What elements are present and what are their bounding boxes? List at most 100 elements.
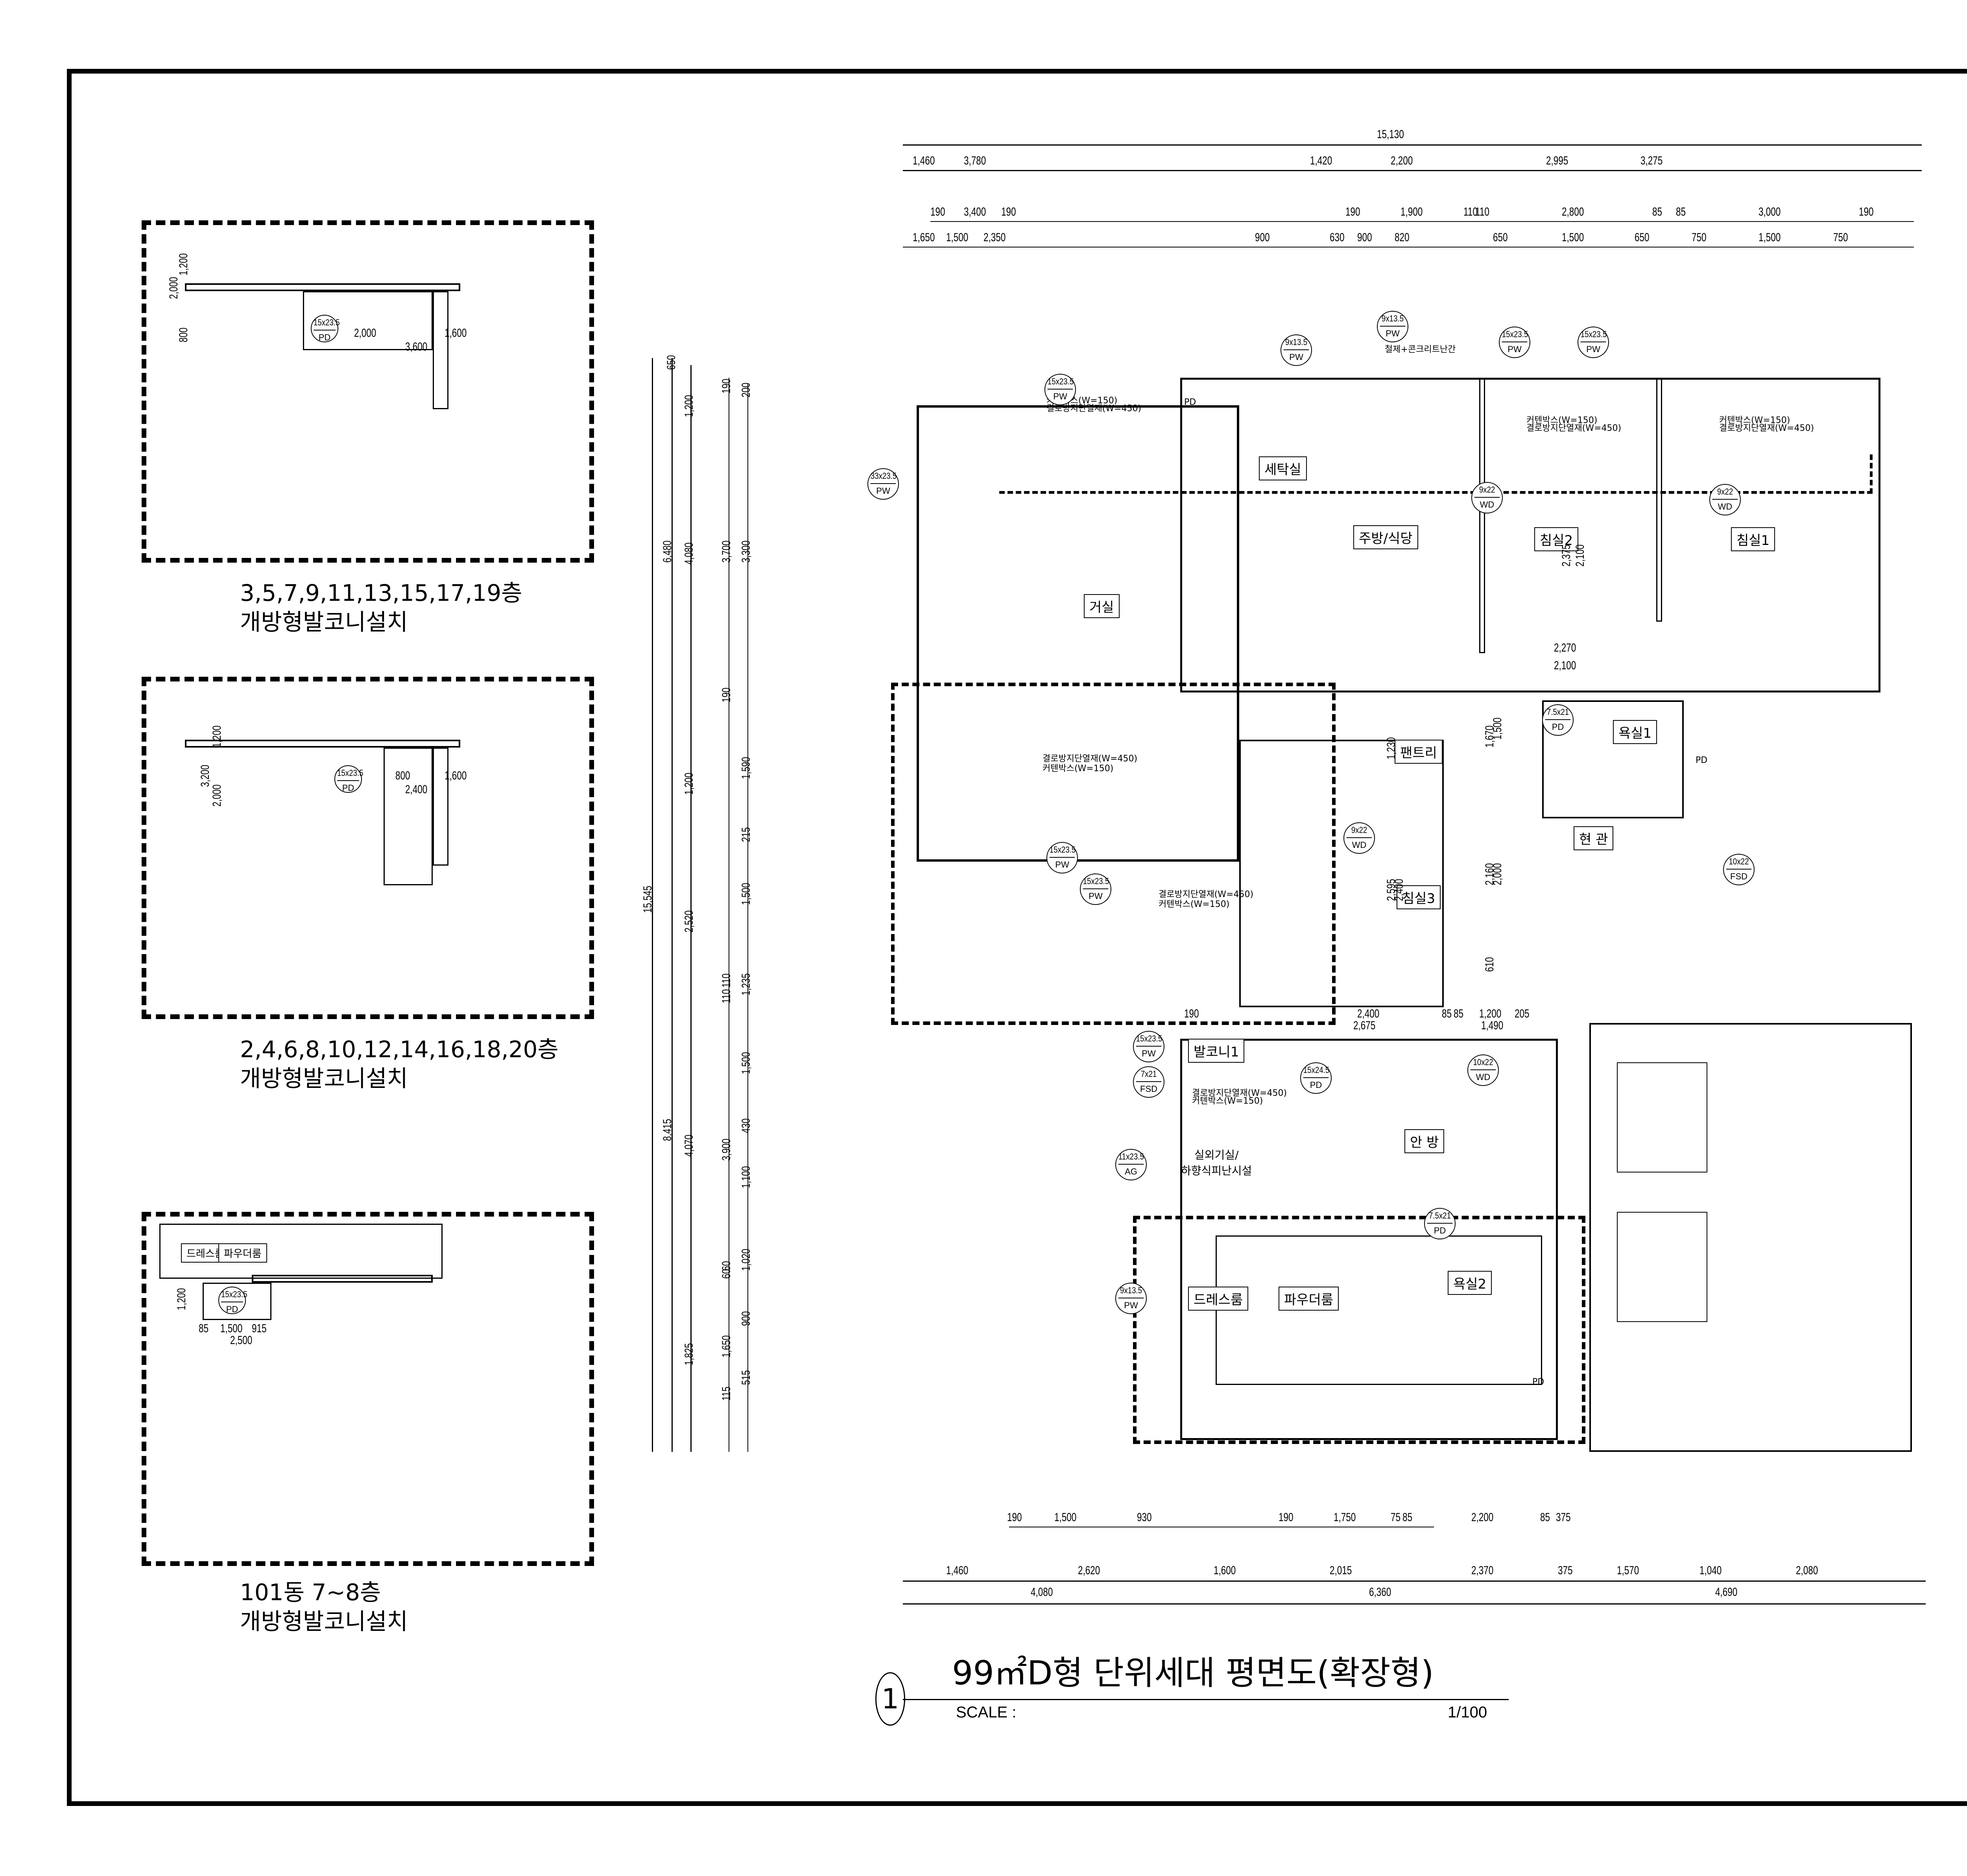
room-label-laundry: 세탁실 (1259, 456, 1307, 480)
dim-bottom: 85 (1402, 1511, 1413, 1524)
dimension: 1,200 (177, 253, 190, 275)
dim-interior: 85 (1442, 1007, 1452, 1020)
drawing-sheet-border (67, 69, 1967, 1806)
dim-bottom: 1,460 (946, 1564, 969, 1577)
dim-interior: 190 (1184, 1007, 1199, 1020)
room-label-powder: 파우더룸 (218, 1243, 267, 1263)
inset-balcony (303, 291, 433, 350)
dim-top: 3,780 (964, 154, 986, 167)
dimension: 1,600 (445, 769, 467, 782)
dim-line-left-col4 (747, 384, 748, 1452)
dim-left: 1,200 (683, 772, 696, 795)
dim-bottom: 6,360 (1369, 1586, 1391, 1599)
dim-top: 190 (1001, 205, 1016, 218)
dim-left: 60 (720, 1269, 733, 1279)
caption-desc: 개방형발코니설치 (240, 1608, 408, 1635)
dim-top: 900 (1357, 231, 1372, 244)
dim-top: 110 (1463, 205, 1478, 218)
room-label-bath2: 욕실2 (1448, 1271, 1492, 1295)
dim-bottom: 1,500 (1054, 1511, 1077, 1524)
dim-bottom: 190 (1007, 1511, 1022, 1524)
dim-left: 1,235 (740, 973, 753, 995)
dim-left: 1,500 (740, 883, 753, 905)
dim-bottom: 4,080 (1031, 1586, 1053, 1599)
dim-top: 3,275 (1640, 154, 1663, 167)
dim-bottom: 2,080 (1796, 1564, 1818, 1577)
drawing-title: 99㎡D형 단위세대 평면도(확장형) (952, 1654, 1434, 1692)
dim-line-overall (903, 144, 1922, 146)
room-label-master: 안 방 (1404, 1129, 1445, 1153)
dim-top: 650 (1635, 231, 1650, 244)
dim-left: 115 (720, 1387, 733, 1401)
dim-bottom: 1,600 (1214, 1564, 1236, 1577)
room-label-bedroom3: 침실3 (1397, 885, 1441, 909)
room-label-bedroom2: 침실2 (1534, 527, 1579, 551)
dim-top: 85 (1676, 205, 1686, 218)
note-insulation: 결로방지단열재(W=450) (1046, 404, 1142, 414)
pd-label: PD (1696, 755, 1708, 765)
dim-top: 820 (1395, 231, 1410, 244)
dim-left: 2,520 (683, 910, 696, 932)
dim-top: 1,500 (1562, 231, 1584, 244)
dim-top: 1,900 (1401, 205, 1423, 218)
wall-master-wing (1180, 1039, 1558, 1440)
dimension: 2,000 (354, 327, 376, 340)
dim-bottom: 4,690 (1715, 1586, 1738, 1599)
dim-bottom: 930 (1137, 1511, 1152, 1524)
note-curtain-box: 커텐박스(W=150) (1043, 764, 1114, 774)
room-label-pantry: 팬트리 (1395, 740, 1443, 764)
inset-wall (185, 283, 460, 291)
dim-top: 1,460 (913, 154, 935, 167)
dim-left: 900 (740, 1311, 753, 1326)
inset-frame (142, 677, 594, 1019)
dimension: 2,000 (167, 277, 180, 299)
dim-bottom: 2,620 (1078, 1564, 1100, 1577)
inset-balcony (203, 1283, 271, 1320)
caption-floors: 3,5,7,9,11,13,15,17,19층 (240, 580, 522, 606)
dim-interior: 2,400 (1393, 879, 1406, 901)
dim-bottom: 2,015 (1330, 1564, 1352, 1577)
note-insulation: 결로방지단열재(W=450) (1159, 890, 1254, 899)
note-curtain-box: 커텐박스(W=150) (1719, 415, 1790, 425)
dim-bottom: 375 (1556, 1511, 1571, 1524)
dim-interior: 2,400 (1357, 1007, 1380, 1020)
dim-line-left-col1 (672, 358, 673, 1452)
dim-bottom: 85 (1540, 1511, 1550, 1524)
dimension: 1,200 (210, 725, 223, 748)
dim-left: 1,590 (740, 757, 753, 779)
dim-left: 215 (740, 827, 753, 842)
dim-bottom: 2,200 (1471, 1511, 1494, 1524)
dim-bottom: 1,570 (1617, 1564, 1639, 1577)
dim-left: 3,300 (740, 540, 753, 563)
dimension: 2,400 (405, 783, 428, 796)
dim-interior: 2,100 (1554, 659, 1576, 672)
pd-label: PD (1184, 397, 1196, 407)
room-label-powder: 파우더룸 (1279, 1287, 1339, 1311)
dim-top: 1,420 (1310, 154, 1332, 167)
dim-left: 3,700 (720, 540, 733, 563)
dim-line-row2 (930, 221, 1914, 222)
dim-bottom: 75 (1391, 1511, 1401, 1524)
inset-rooms (159, 1224, 443, 1279)
inset-balcony (384, 748, 433, 885)
dim-left: 1,100 (740, 1166, 753, 1188)
dim-interior: 2,100 (1574, 544, 1587, 567)
drawing-number-bubble: 1 (875, 1672, 905, 1726)
note-insulation: 결로방지단열재(W=450) (1192, 1088, 1287, 1098)
dimension: 1,200 (175, 1288, 188, 1310)
dim-left: 110 (720, 989, 733, 1003)
dim-bottom: 2,370 (1471, 1564, 1494, 1577)
dim-left: 4,080 (683, 542, 696, 565)
wall-bed3-pantry (1239, 740, 1444, 1007)
extension-boundary-bedrooms (999, 454, 1873, 494)
dim-left: 1,825 (683, 1343, 696, 1365)
dimension: 915 (252, 1322, 267, 1335)
